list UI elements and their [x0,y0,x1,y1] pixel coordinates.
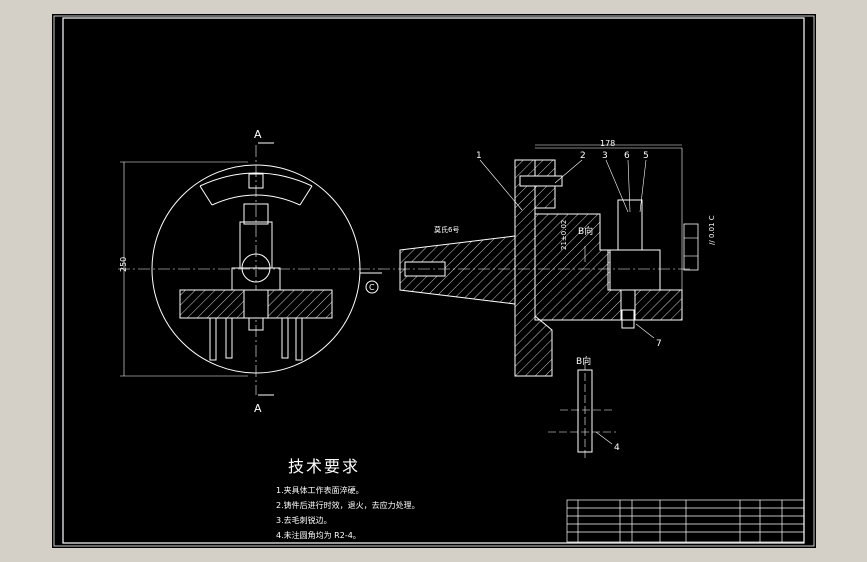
technical-notes: 技术要求 1.夹具体工作表面淬硬。 2.铸件后进行时效，退火，去应力处理。 3.… [276,453,420,543]
note-item: 3.去毛刺锐边。 [276,516,332,525]
geometric-tolerance-label: // 0.01 C [708,215,716,245]
part-number-6: 6 [624,151,630,161]
right-view [378,144,699,460]
view-label-top: B向 [578,225,593,237]
section-label-bottom: A [254,402,262,415]
part-number-4: 4 [614,443,620,453]
view-label-bottom: B向 [576,355,591,367]
left-view [118,142,382,396]
part-number-3: 3 [602,151,608,161]
datum-label: C [369,283,375,292]
note-item: 2.铸件后进行时效，退火，去应力处理。 [276,501,420,510]
dimension-height-label: 250 [119,257,128,272]
title-block [566,499,805,543]
tolerance-label: 21±0.02 [560,220,568,250]
part-number-5: 5 [643,151,649,161]
part-number-1: 1 [476,151,482,161]
notes-title: 技术要求 [288,457,361,476]
part-number-2: 2 [580,151,586,161]
drawing-border [53,15,815,547]
section-label-top: A [254,128,262,141]
note-item: 1.夹具体工作表面淬硬。 [276,486,364,495]
dimension-width-label: 178 [600,139,615,148]
inner-frame [62,17,805,544]
note-item: 4.未注圆角均为 R2-4。 [276,531,361,540]
part-number-7: 7 [656,339,662,349]
taper-label: 莫氏6号 [434,225,459,234]
